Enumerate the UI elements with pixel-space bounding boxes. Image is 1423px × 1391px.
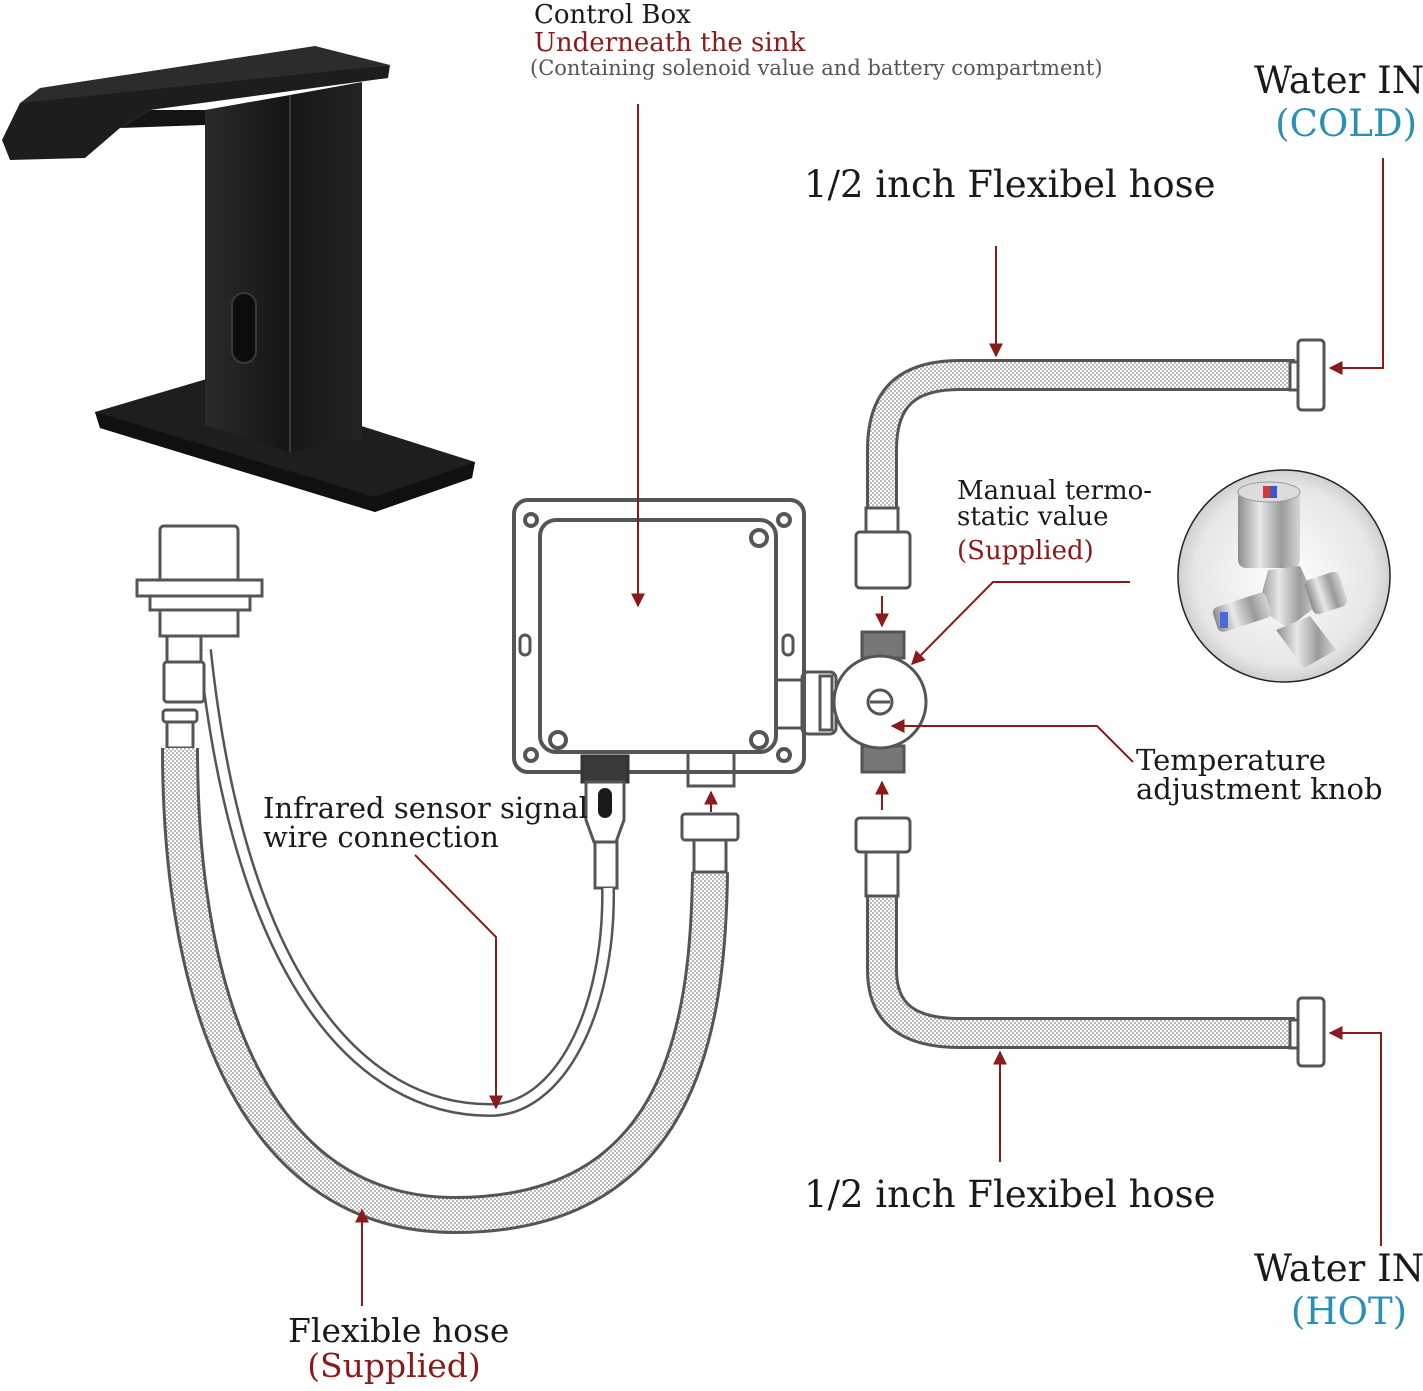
control-box-note: (Containing solenoid value and battery c…	[530, 56, 1103, 80]
water-in-cold-type: (COLD)	[1275, 102, 1417, 145]
sensor-wire-line1: Infrared sensor signal	[263, 791, 588, 825]
control-box-title: Control Box	[534, 0, 691, 30]
thermostatic-valve-supplied: (Supplied)	[957, 536, 1094, 566]
thermostatic-valve-label: Manual termo- static value (Supplied)	[957, 478, 1152, 564]
water-in-hot-type: (HOT)	[1290, 1290, 1408, 1333]
flexible-hose-title: Flexible hose	[288, 1311, 510, 1350]
hose-bottom-label: 1/2 inch Flexibel hose	[804, 1173, 1216, 1216]
temperature-knob-line1: Temperature	[1136, 743, 1326, 777]
water-in-cold-title: Water IN	[1254, 59, 1423, 102]
water-in-cold-label: Water IN (COLD)	[1254, 59, 1423, 145]
control-box-icon	[512, 498, 838, 788]
hose-fittings	[680, 338, 1326, 1068]
sensor-wire-line2: wire connection	[263, 820, 499, 854]
sensor-wire-label: Infrared sensor signal wire connection	[263, 794, 588, 852]
sensor-connector-icon	[198, 649, 630, 1118]
temperature-knob-line2: adjustment knob	[1136, 772, 1383, 806]
flexible-hose-supplied: (Supplied)	[307, 1346, 481, 1385]
control-box-location: Underneath the sink	[534, 28, 806, 58]
faucet-mount-icon	[135, 524, 264, 750]
temperature-knob-label: Temperature adjustment knob	[1136, 746, 1383, 804]
arrow-icon	[355, 104, 1384, 1306]
faucet-icon	[2, 46, 475, 512]
thermostatic-valve-line2: static value	[957, 502, 1109, 532]
thermostatic-valve-line1: Manual termo-	[957, 476, 1153, 506]
water-in-hot-title: Water IN	[1254, 1247, 1423, 1290]
hose-top-label: 1/2 inch Flexibel hose	[804, 163, 1216, 206]
control-box-label: Control Box Underneath the sink (Contain…	[530, 0, 1103, 79]
flexible-hose-label: Flexible hose (Supplied)	[288, 1311, 510, 1385]
water-in-hot-label: Water IN (HOT)	[1254, 1247, 1423, 1333]
thermostatic-valve-icon	[832, 630, 928, 774]
hose-icon	[161, 359, 1295, 1235]
valve-photo-icon	[1177, 469, 1391, 683]
